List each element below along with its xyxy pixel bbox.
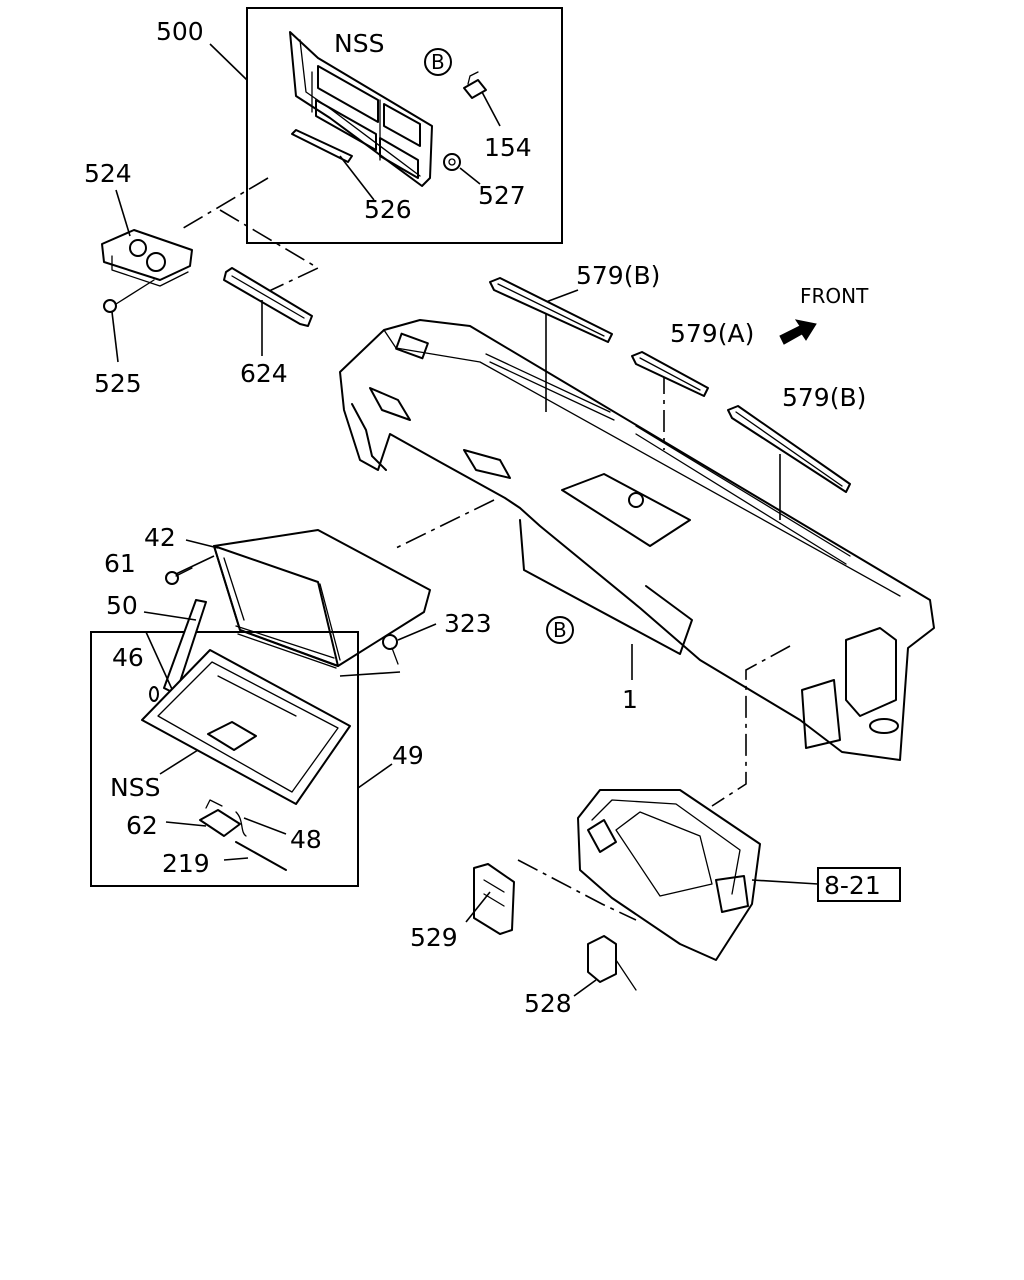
label-529: 529 [410,923,458,952]
leader-dash-529-528 [517,859,637,921]
label-61: 61 [104,549,136,578]
latch-62-part [165,799,241,837]
assembly-500-box [209,7,563,244]
leader-dash-glovebox [395,499,495,549]
label-b-top: B [431,50,445,74]
screw-527-part [443,153,481,185]
spring-48-part [235,811,287,837]
label-49: 49 [392,741,424,770]
label-ref-8-21: 8-21 [824,871,881,900]
assembly-49-box [90,631,393,887]
label-48: 48 [290,825,322,854]
circle-b-top-icon [424,48,452,76]
leader-579b-1b [545,289,579,303]
clip-154-part [463,71,501,127]
label-42: 42 [144,523,176,552]
label-323: 323 [444,609,492,638]
label-624: 624 [240,359,288,388]
leader-46 [145,631,177,699]
panel-529-part [465,863,515,935]
label-579a: 579(A) [670,319,754,348]
leader-dash-cluster [711,645,791,807]
leader-323-glovebox [339,671,401,677]
label-46: 46 [112,643,144,672]
trim-579b-2-part [727,405,851,493]
bracket-524-part [101,189,193,287]
stop-46-part [149,686,159,702]
front-arrow-icon [779,319,817,345]
cluster-bezel-part [577,789,819,961]
screw-323-part [382,623,437,665]
trim-579b-1-part [489,277,613,343]
label-579b-1: 579(B) [576,261,660,290]
instrument-panel-part [339,319,935,761]
label-b-mid: B [553,618,567,642]
screw-525-part [103,279,155,363]
ref-8-21-box [817,867,901,902]
center-bezel-part [289,31,433,187]
label-525: 525 [94,369,142,398]
glovebox-lid-49-part [141,649,351,805]
label-526: 526 [364,195,412,224]
label-524: 524 [84,159,132,188]
label-front: FRONT [800,284,869,308]
leader-524-624 [219,209,320,301]
screw-61-part [165,555,215,585]
strip-624-part [223,267,313,356]
switch-528-part [573,935,637,997]
leader-500-524 [179,177,269,231]
circle-b-mid-icon [546,616,574,644]
label-219: 219 [162,849,210,878]
label-154: 154 [484,133,532,162]
label-528: 528 [524,989,572,1018]
trim-strip-526-part [291,129,375,201]
label-nss-bottom: NSS [110,773,160,802]
rod-219-part [223,841,287,871]
trim-579a-part [631,351,709,397]
label-500: 500 [156,17,204,46]
label-nss-top: NSS [334,29,384,58]
label-50: 50 [106,591,138,620]
label-527: 527 [478,181,526,210]
label-579b-2: 579(B) [782,383,866,412]
label-1: 1 [622,685,638,714]
label-62: 62 [126,811,158,840]
